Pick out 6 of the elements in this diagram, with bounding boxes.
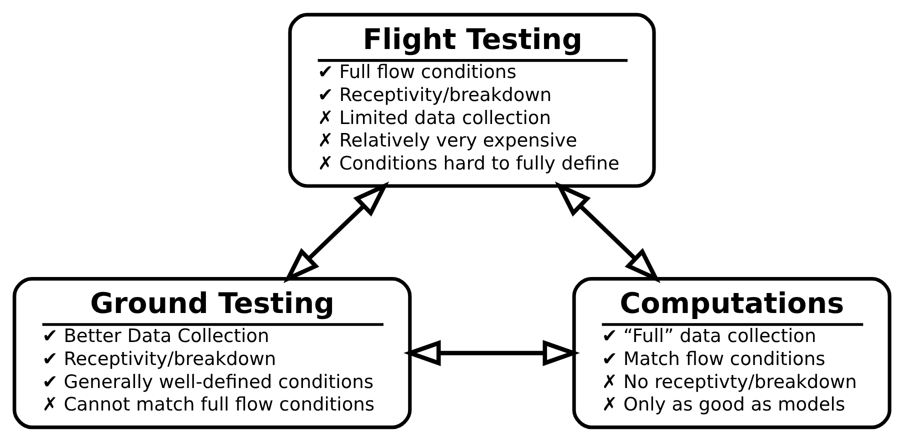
node-box: Ground Testing ✔ Better Data Collection ✔ Receptivity/breakdown ✔ Generally well-defined conditions ✗ Cannot match full flow conditions [12,277,412,430]
node-box: Computations ✔ “Full” data collection ✔ Match flow conditions ✗ No receptivty/breakdown ✗ Only as good as models [572,277,892,430]
arrow [404,340,580,366]
arrow [283,182,390,284]
arrow [554,182,661,284]
node-box: Flight Testing ✔ Full flow conditions ✔ Receptivity/breakdown ✗ Limited data collection ✗ Relatively very expensive ✗ Conditions hard to fully define [288,12,656,188]
